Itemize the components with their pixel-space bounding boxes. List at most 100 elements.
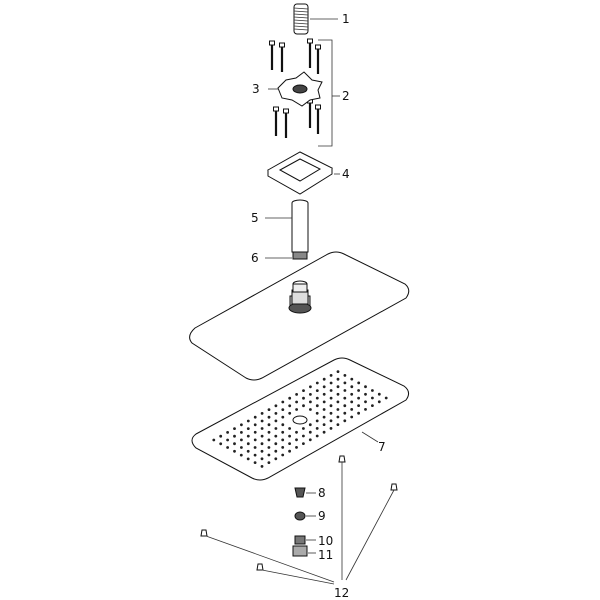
spray-nozzle xyxy=(281,400,285,404)
spray-nozzle xyxy=(364,400,367,404)
spray-nozzle xyxy=(302,442,305,445)
thread-line xyxy=(293,25,309,28)
spray-nozzle xyxy=(233,427,236,430)
spray-nozzle xyxy=(267,438,271,442)
spray-nozzle xyxy=(350,385,354,389)
spray-nozzle xyxy=(295,438,298,442)
screw-head xyxy=(315,44,321,50)
spray-nozzle xyxy=(343,389,347,392)
spray-nozzle xyxy=(260,412,264,415)
spray-nozzle xyxy=(322,400,326,404)
spray-nozzle xyxy=(315,396,319,400)
spray-nozzle xyxy=(315,381,319,385)
spray-nozzle xyxy=(281,446,285,449)
spray-nozzle xyxy=(274,427,278,430)
spray-nozzle xyxy=(295,408,298,411)
screw-head xyxy=(279,42,285,48)
thread-line xyxy=(293,19,309,22)
spray-nozzle xyxy=(343,396,347,400)
label-5: 5 xyxy=(251,211,259,225)
spray-nozzle xyxy=(336,400,340,404)
spray-nozzle xyxy=(239,453,243,457)
spray-nozzle xyxy=(336,385,340,389)
spray-nozzle xyxy=(246,442,250,446)
spray-nozzle xyxy=(226,438,230,442)
spray-nozzle xyxy=(274,412,278,415)
spray-nozzle xyxy=(240,423,243,427)
label-12: 12 xyxy=(334,586,349,600)
spray-nozzle xyxy=(371,389,374,392)
spray-nozzle xyxy=(329,389,333,392)
label-10: 10 xyxy=(318,534,333,548)
spray-nozzle xyxy=(274,419,278,423)
spray-nozzle xyxy=(288,411,292,415)
spray-nozzle xyxy=(336,392,340,396)
spray-nozzle xyxy=(274,442,278,446)
spray-nozzle xyxy=(267,415,271,419)
thread-line xyxy=(293,13,309,16)
spray-nozzle xyxy=(281,453,285,457)
spray-nozzle xyxy=(240,438,243,442)
spray-nozzle xyxy=(322,377,326,381)
spray-nozzle xyxy=(212,438,216,442)
spray-nozzle xyxy=(315,419,319,423)
spray-nozzle xyxy=(267,446,271,449)
part-12-screws: 12 xyxy=(200,455,398,600)
spray-nozzle xyxy=(350,415,354,419)
spray-nozzle xyxy=(302,389,305,392)
spray-nozzle xyxy=(295,430,298,434)
label-1: 1 xyxy=(342,12,350,26)
spray-nozzle xyxy=(260,449,264,453)
spray-nozzle xyxy=(329,404,333,408)
spray-nozzle xyxy=(233,434,236,438)
spray-nozzle xyxy=(329,396,333,400)
spray-nozzle xyxy=(357,396,360,400)
spray-nozzle xyxy=(309,408,312,411)
spray-nozzle xyxy=(219,442,223,446)
label-6: 6 xyxy=(251,251,259,265)
label-9: 9 xyxy=(318,509,326,523)
spray-nozzle xyxy=(288,449,291,453)
label-2: 2 xyxy=(342,89,350,103)
spray-nozzle xyxy=(315,427,319,430)
spray-nozzle xyxy=(246,457,250,461)
spray-nozzle xyxy=(281,408,285,411)
spray-nozzle xyxy=(302,427,305,430)
spray-nozzle xyxy=(219,434,223,438)
spray-nozzle xyxy=(295,446,298,449)
spray-nozzle xyxy=(308,423,312,427)
spray-nozzle xyxy=(288,434,291,438)
spray-nozzle xyxy=(322,430,326,434)
spray-nozzle xyxy=(371,396,374,400)
part-7-spray-plate: 7 xyxy=(191,357,410,481)
part-5-pipe: 5 6 xyxy=(251,199,309,265)
spray-nozzle xyxy=(350,400,354,404)
thread-line xyxy=(293,16,309,19)
spray-nozzle xyxy=(364,385,367,389)
spray-nozzle xyxy=(357,404,360,407)
spray-nozzle xyxy=(281,430,285,434)
spray-nozzle xyxy=(260,442,264,446)
part-2-screws: 2 xyxy=(269,38,350,147)
spray-nozzle xyxy=(295,400,298,404)
spray-nozzle xyxy=(336,370,340,373)
spray-nozzle xyxy=(267,430,271,434)
spray-nozzle xyxy=(253,430,257,434)
screw-head xyxy=(273,106,279,112)
spray-nozzle xyxy=(309,385,312,389)
spray-nozzle xyxy=(343,374,347,377)
spray-nozzle xyxy=(322,415,326,419)
spray-nozzle xyxy=(343,381,347,385)
spray-nozzle xyxy=(315,404,319,408)
parts-8-11-inserts: 8 9 10 11 xyxy=(292,486,333,562)
spray-nozzle xyxy=(274,404,278,408)
spray-nozzle xyxy=(322,408,326,411)
spray-nozzle xyxy=(364,392,367,396)
spray-nozzle xyxy=(267,461,271,464)
spray-nozzle xyxy=(253,415,257,419)
spray-nozzle xyxy=(350,408,354,411)
spray-nozzle xyxy=(281,423,285,427)
spray-nozzle xyxy=(295,393,298,396)
spray-nozzle xyxy=(233,449,236,453)
